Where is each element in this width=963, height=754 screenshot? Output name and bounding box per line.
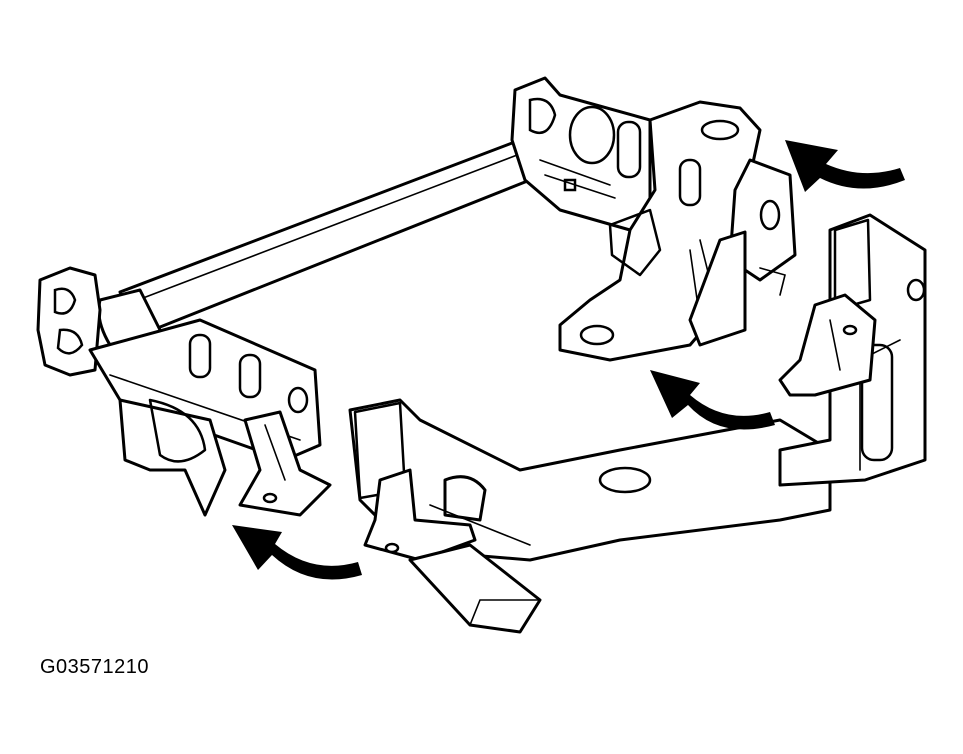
figure-code: G03571210 — [40, 656, 150, 678]
arrow-upper-right — [785, 140, 905, 192]
right-mount-bracket — [778, 293, 877, 397]
left-mount-bracket — [238, 410, 332, 517]
rear-bracket-plate — [510, 76, 652, 232]
front-left-mount — [363, 468, 542, 634]
left-end-flange — [36, 266, 102, 377]
arrow-lower-left — [232, 525, 362, 580]
right-rail-plate — [688, 158, 797, 347]
arrow-middle — [650, 370, 775, 430]
left-lower-hanger — [118, 398, 227, 517]
cross-tube — [97, 138, 537, 352]
